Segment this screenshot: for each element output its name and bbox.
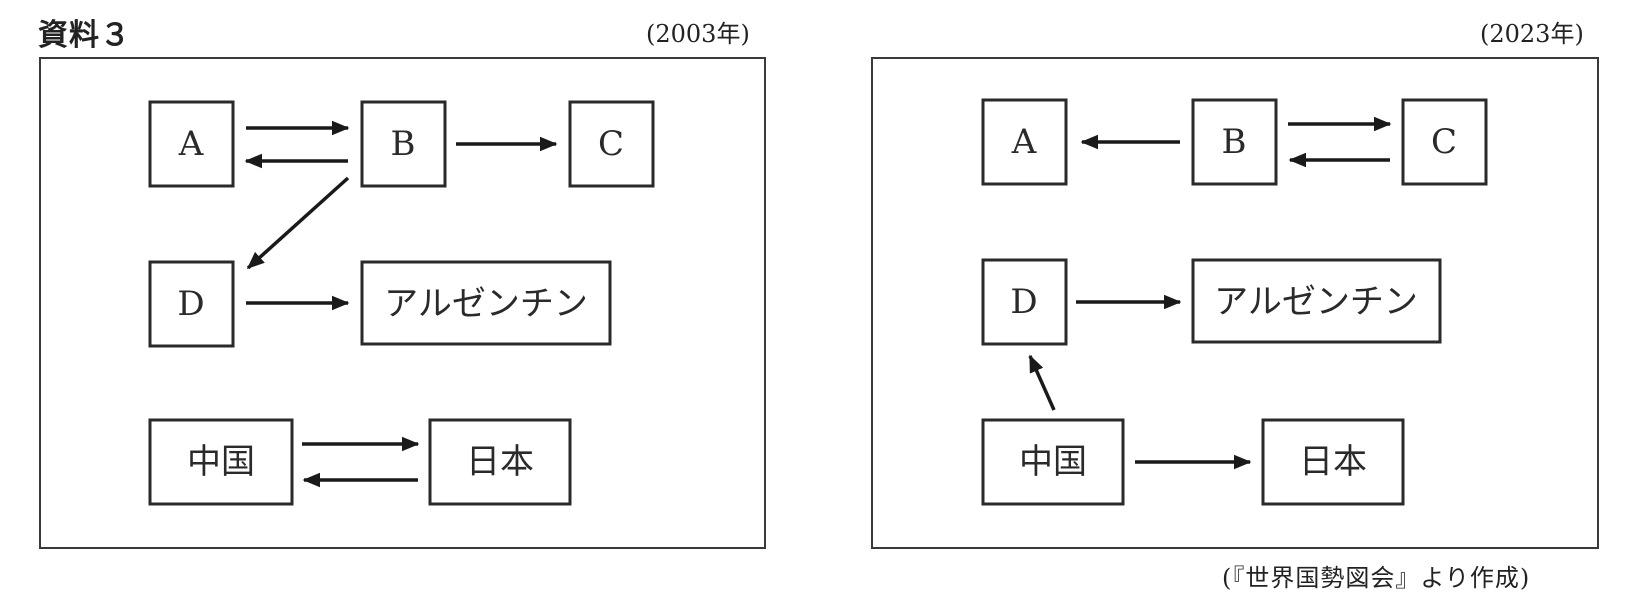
node-argentina-2003: アルゼンチン (360, 260, 612, 346)
material-title: 資料３ (38, 18, 131, 53)
panel-2023: A B C D アルゼンチン 中国 日本 (871, 57, 1599, 549)
arrow-b-to-d-2003 (246, 176, 350, 270)
node-label: C (598, 124, 624, 164)
panel-frame-2003 (39, 57, 766, 549)
node-china-2003: 中国 (148, 418, 294, 506)
node-label: 日本 (1299, 442, 1367, 482)
arrow-china-to-d-2023 (1028, 354, 1056, 411)
node-japan-2023: 日本 (1261, 418, 1405, 506)
node-label: 中国 (1019, 442, 1087, 482)
node-label: B (1222, 122, 1247, 162)
year-label-2003: (2003年) (646, 20, 750, 48)
node-label: B (391, 124, 416, 164)
node-china-2023: 中国 (981, 418, 1125, 506)
node-argentina-2023: アルゼンチン (1191, 258, 1442, 344)
node-label: アルゼンチン (1214, 282, 1418, 322)
node-label: A (178, 124, 204, 164)
node-label: 中国 (187, 442, 255, 482)
node-c-2023: C (1401, 98, 1488, 186)
node-b-2003: B (360, 100, 447, 188)
node-label: D (177, 284, 204, 324)
node-a-2003: A (148, 100, 235, 188)
node-label: D (1010, 282, 1037, 322)
node-d-2003: D (148, 260, 235, 348)
node-b-2023: B (1191, 98, 1278, 186)
node-label: アルゼンチン (384, 284, 588, 324)
panel-2003: A B C D アルゼンチン 中国 日本 (39, 57, 766, 549)
panel-frame-2023 (871, 57, 1599, 549)
node-label: A (1011, 122, 1037, 162)
node-c-2003: C (568, 100, 655, 188)
node-d-2023: D (981, 258, 1068, 346)
node-a-2023: A (981, 98, 1068, 186)
node-label: C (1431, 122, 1457, 162)
source-citation: (『世界国勢図会』より作成) (1222, 564, 1531, 592)
node-japan-2003: 日本 (428, 418, 572, 506)
node-label: 日本 (466, 442, 534, 482)
year-label-2023: (2023年) (1480, 20, 1584, 48)
